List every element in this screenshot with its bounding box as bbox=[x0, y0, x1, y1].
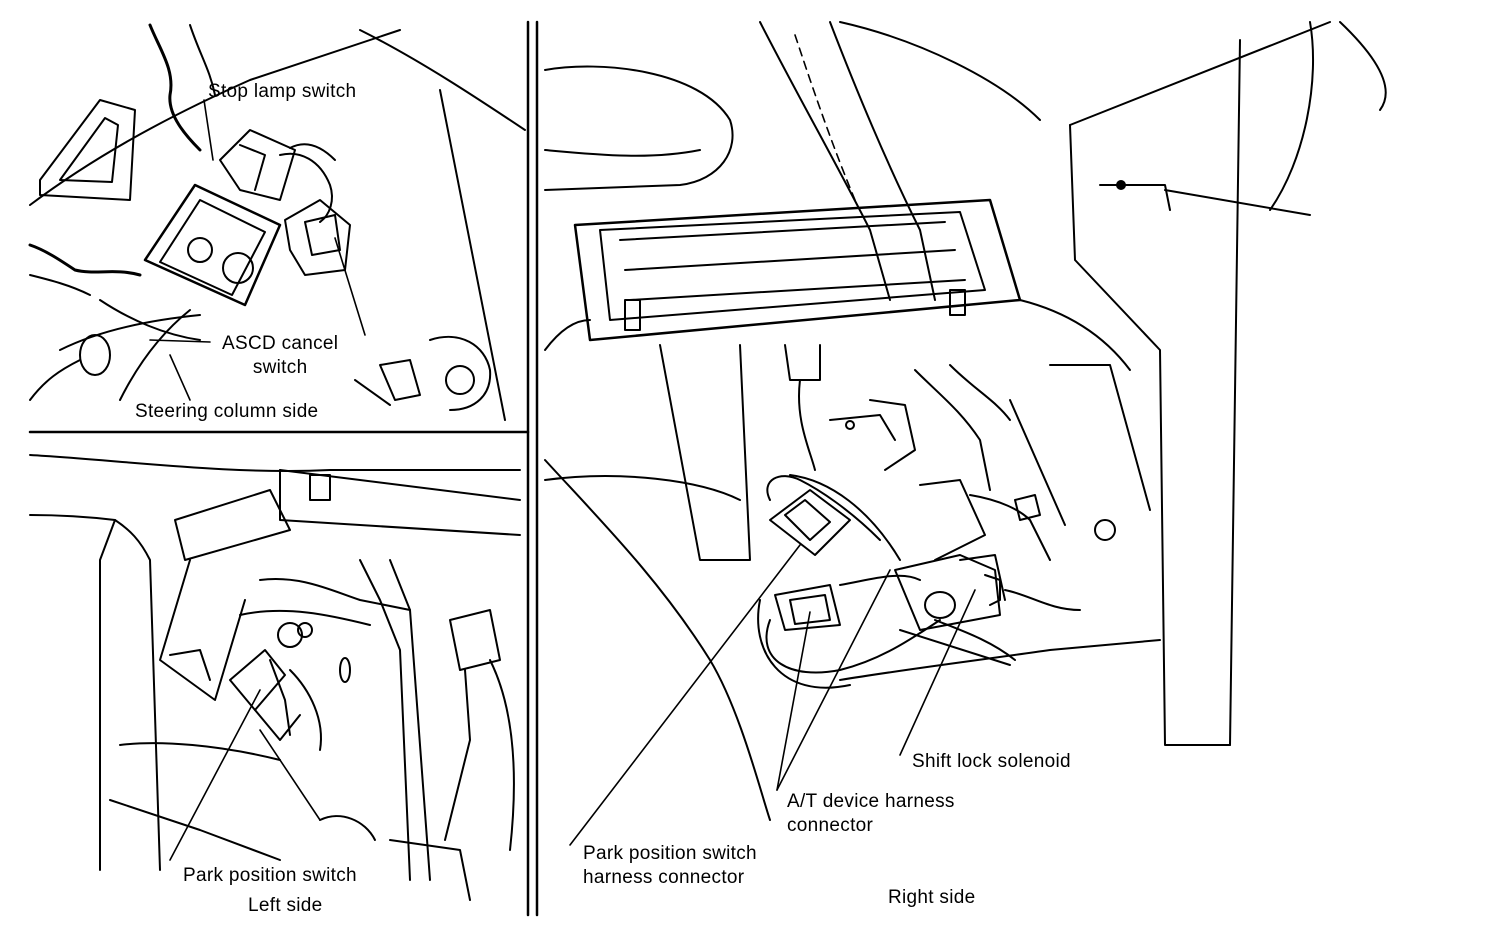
label-ascd-cancel-switch-line2: switch bbox=[252, 357, 308, 378]
label-steering-column-side: Steering column side bbox=[135, 401, 319, 422]
label-park-harness-line1: Park position switch bbox=[583, 843, 757, 864]
label-right-side: Right side bbox=[888, 887, 976, 908]
label-at-device-line2: connector bbox=[787, 815, 874, 836]
label-at-device-harness-connector: A/T device harness connector bbox=[787, 790, 955, 838]
label-shift-lock-solenoid: Shift lock solenoid bbox=[912, 751, 1071, 772]
label-ascd-cancel-switch-line1: ASCD cancel bbox=[222, 333, 339, 354]
panel-bottom-left-drawing bbox=[29, 454, 521, 901]
label-ascd-cancel-switch: ASCD cancel switch bbox=[222, 332, 338, 380]
label-park-position-switch-harness-connector: Park position switch harness connector bbox=[583, 842, 757, 890]
panel-top-left-drawing bbox=[28, 23, 526, 421]
label-at-device-line1: A/T device harness bbox=[787, 791, 955, 812]
label-stop-lamp-switch: Stop lamp switch bbox=[208, 81, 357, 102]
label-park-position-switch: Park position switch bbox=[183, 865, 357, 886]
label-park-harness-line2: harness connector bbox=[583, 867, 745, 888]
panel-right-drawing bbox=[544, 21, 1387, 846]
label-left-side: Left side bbox=[248, 895, 323, 916]
panel-dividers bbox=[28, 20, 539, 917]
